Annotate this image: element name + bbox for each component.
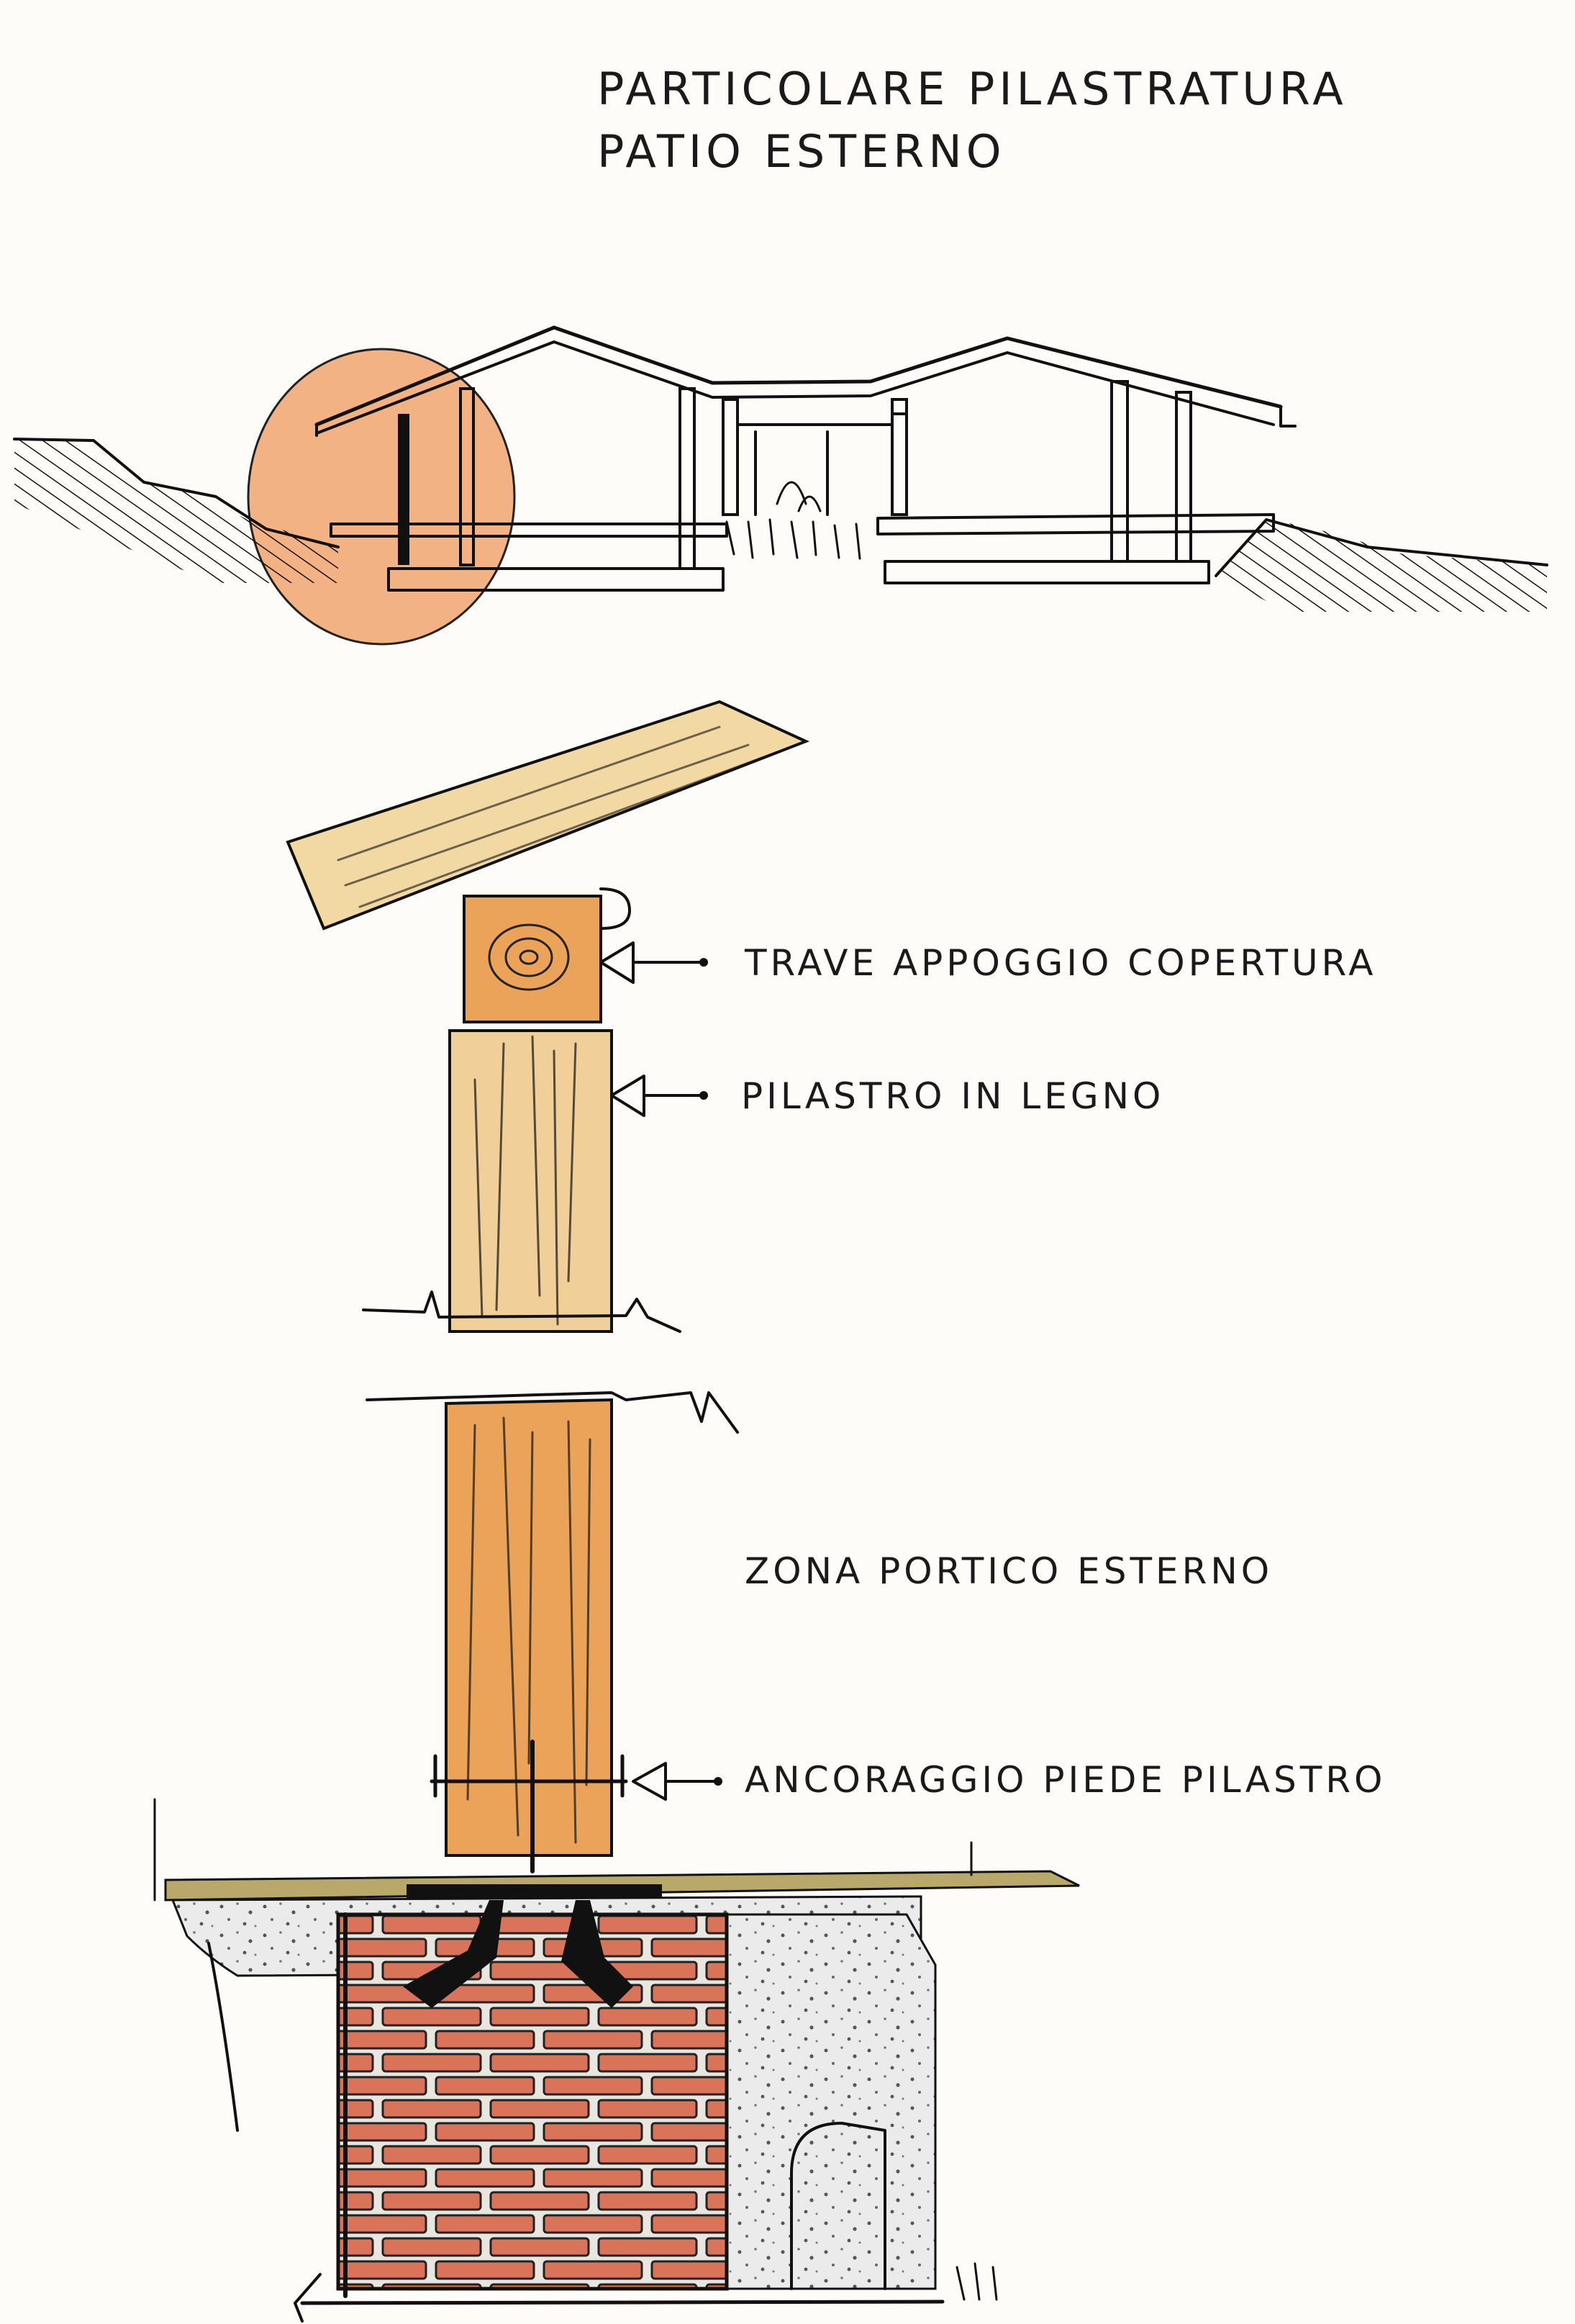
roof-line — [314, 325, 1283, 427]
section-floor-slabs — [330, 513, 1275, 592]
pillar-detail — [153, 700, 1080, 2323]
break-line-top — [362, 1290, 681, 1333]
anchor-arrow — [632, 1762, 717, 1801]
title-line-2: PATIO ESTERNO — [597, 125, 1006, 178]
ground-right — [1216, 518, 1547, 612]
label-zone: ZONA PORTICO ESTERNO — [745, 1550, 1273, 1592]
anchor-legs — [403, 1900, 633, 2008]
pillar-upper — [448, 1029, 613, 1333]
beam-grain-rings — [488, 923, 570, 991]
label-anchor: ANCORAGGIO PIEDE PILASTRO — [745, 1759, 1386, 1801]
title-line-1: PARTICOLARE PILASTRATURA — [597, 63, 1348, 115]
anchor-bracket — [430, 1754, 628, 1798]
callout-pillar: PILASTRO IN LEGNO — [610, 1075, 1164, 1117]
section-interior — [736, 412, 908, 516]
foundation-wall-right — [725, 1913, 937, 2290]
ground-center — [725, 518, 861, 560]
label-pillar: PILASTRO IN LEGNO — [741, 1075, 1164, 1117]
break-line-bottom — [366, 1391, 739, 1434]
label-beam: TRAVE APPOGGIO COPERTURA — [744, 942, 1376, 984]
pillar-arrow — [610, 1075, 703, 1117]
callout-beam: TRAVE APPOGGIO COPERTURA — [599, 941, 1376, 984]
beam-section — [463, 895, 602, 1023]
ground-left — [14, 439, 338, 583]
beam-arrow — [599, 941, 703, 984]
building-section — [13, 325, 1548, 646]
ground-line — [300, 2300, 945, 2305]
brick-foundation — [336, 1912, 729, 2291]
callout-anchor: ANCORAGGIO PIEDE PILASTRO — [632, 1759, 1386, 1801]
section-columns — [398, 380, 1192, 570]
